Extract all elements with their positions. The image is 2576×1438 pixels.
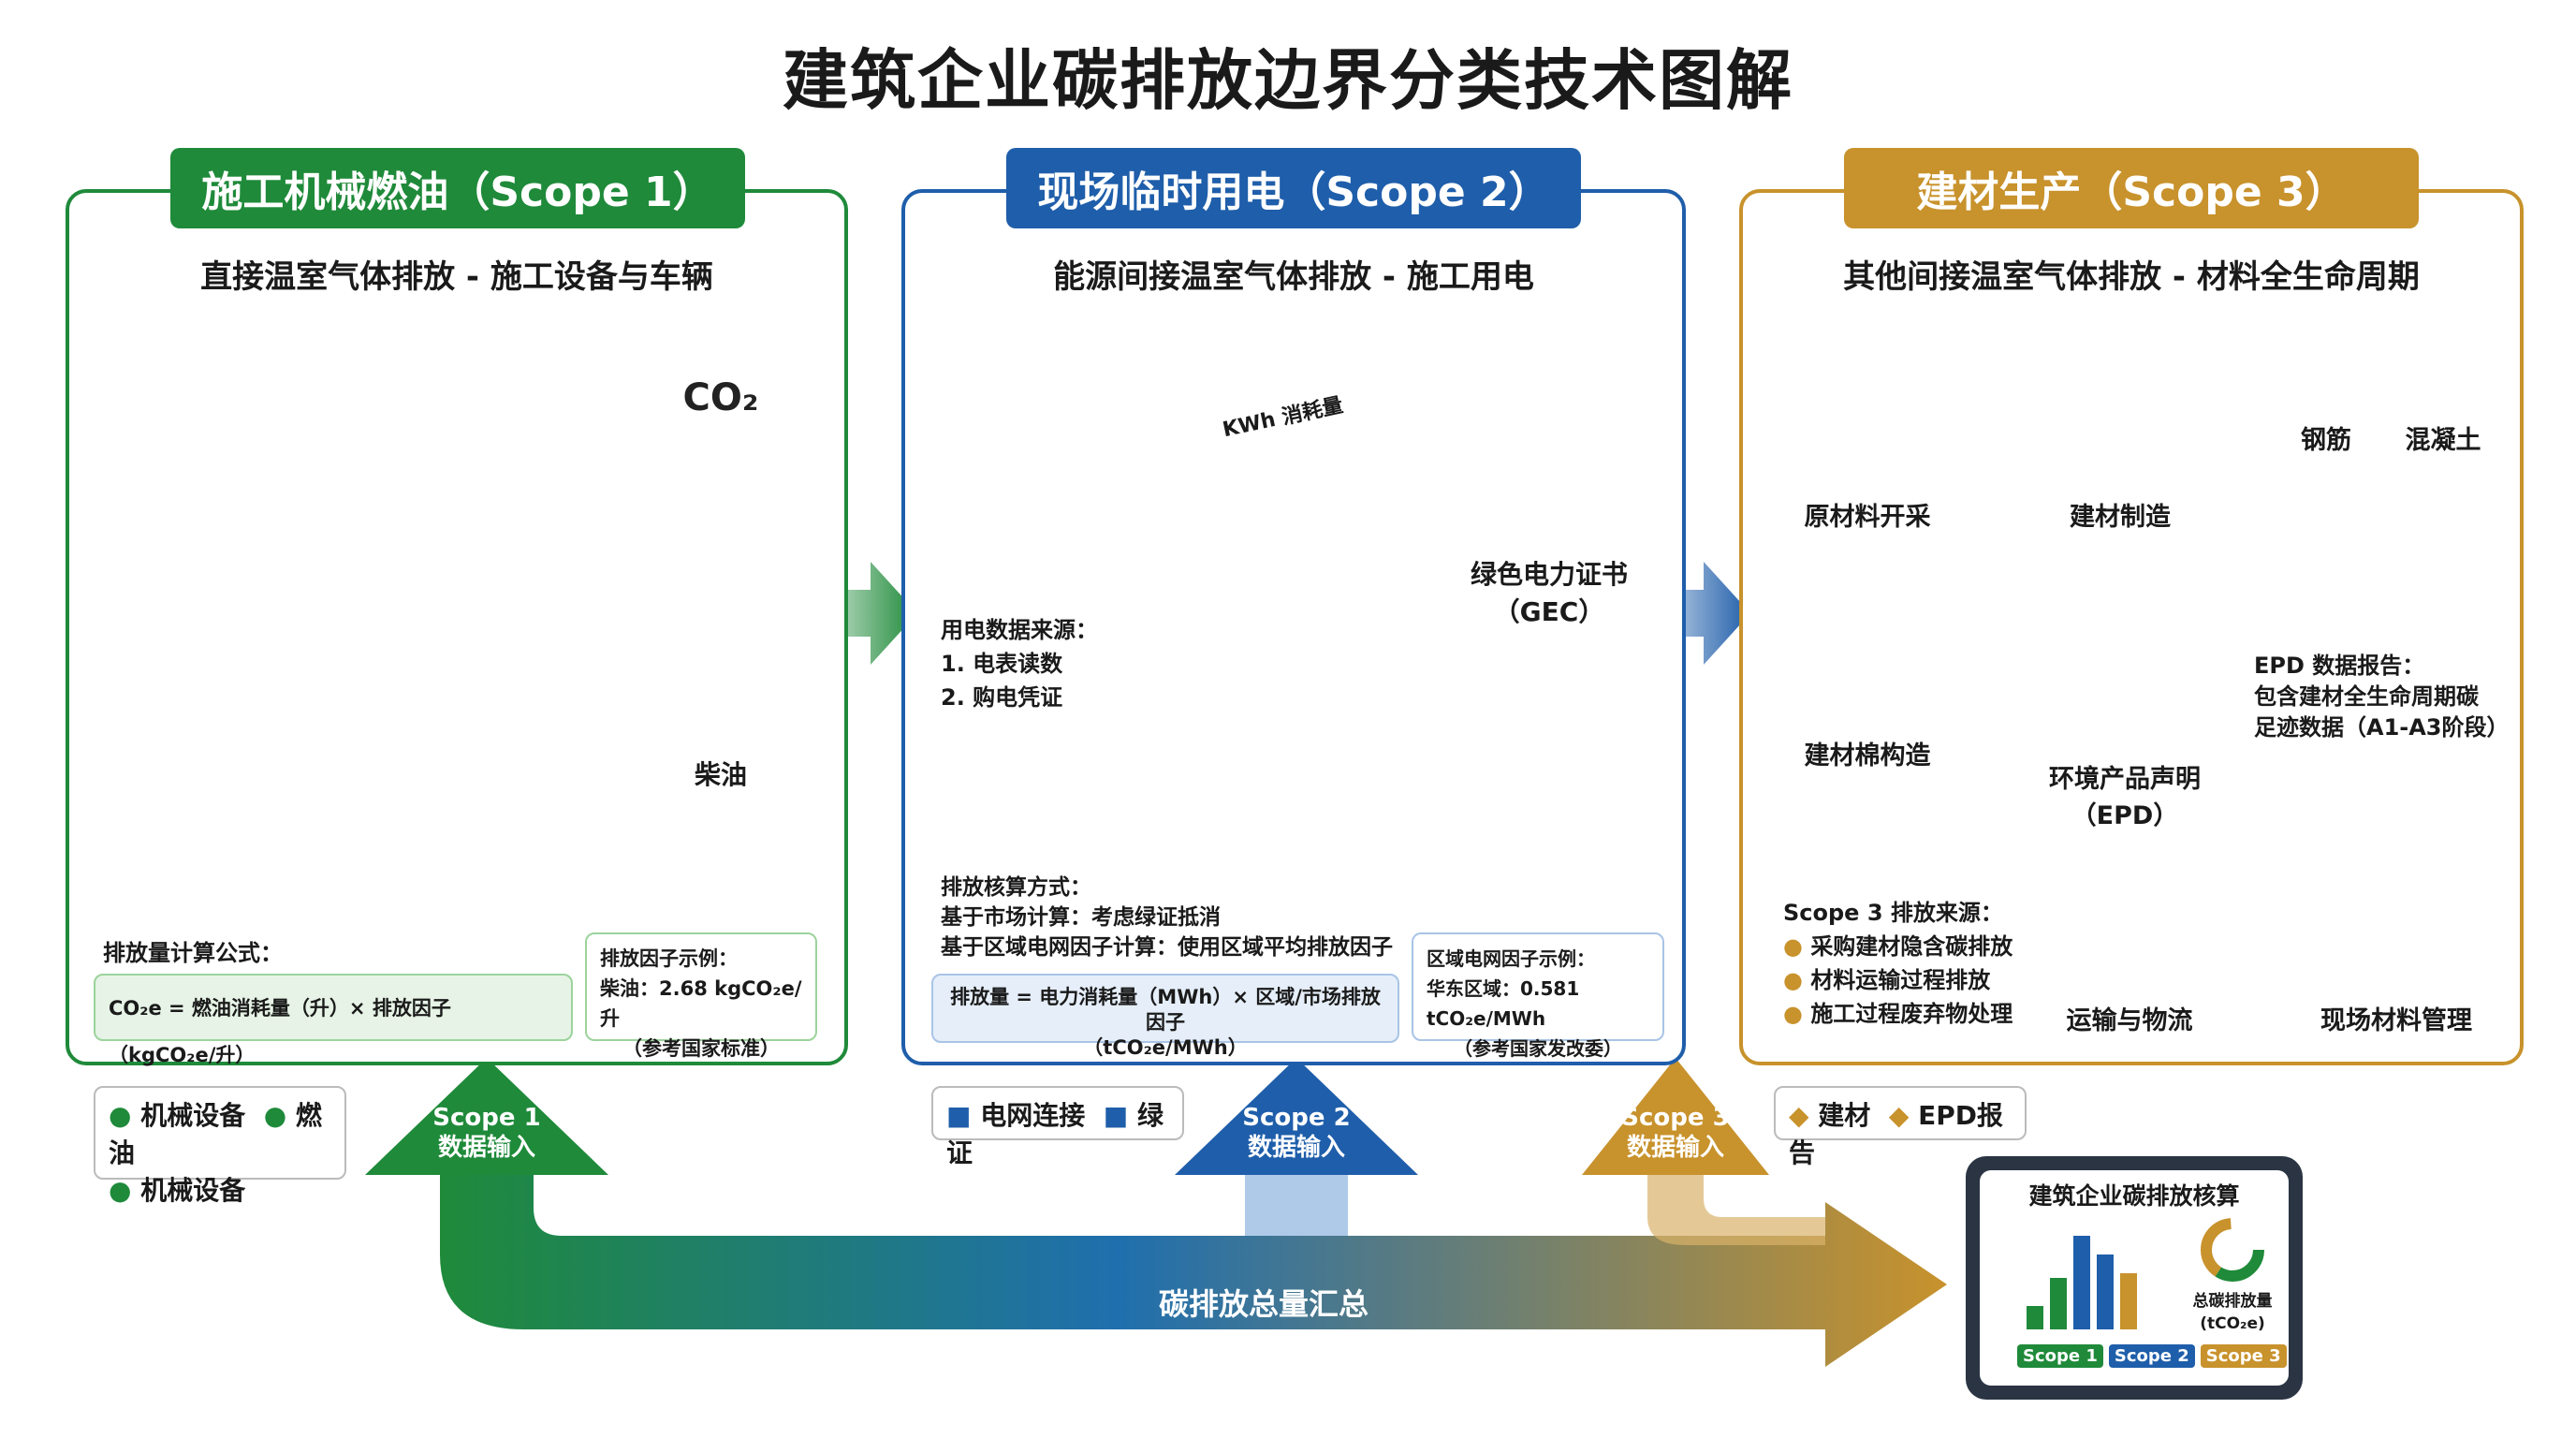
manufacturing-label: 建材制造 [2070,503,2171,532]
legend-item-grid: 电网连接 [980,1100,1086,1131]
tablet-tag-scope1: Scope 1 [2017,1344,2103,1368]
data-source-item-1: 1. 电表读数 [941,651,1063,677]
scope3-title: 建材生产（Scope 3） [1844,148,2419,228]
tablet-donut [2201,1218,2264,1282]
scope1-subtitle: 直接温室气体排放 - 施工设备与车辆 [200,258,713,296]
scope2-input-label: Scope 2 数据输入 [1203,1103,1390,1163]
tablet-tag-scope3: Scope 3 [2200,1344,2287,1368]
legend-item-machinery-2: 机械设备 [140,1175,246,1206]
scope2-input-line2: 数据输入 [1247,1134,1345,1162]
scope2-subtitle: 能源间接温室气体排放 - 施工用电 [1053,258,1534,296]
factor-box: 排放因子示例： 柴油：2.68 kgCO₂e/升 （参考国家标准） [585,932,817,1060]
tablet-bar-2 [2050,1278,2067,1329]
scope2-formula-1: 排放量 = 电力消耗量（MWh）× 区域/市场排放因子 [950,986,1381,1034]
calc-title: 排放核算方式： [941,875,1091,900]
tablet-total: 总碳排放量 (tCO₂e) [2181,1290,2284,1335]
epd-report-block: EPD 数据报告： 包含建材全生命周期碳 足迹数据（A1-A3阶段） [2254,651,2510,743]
factor-note: （参考国家标准） [622,1037,780,1060]
epd-label-2: （EPD） [2071,801,2179,830]
scope2-formula-2: （tCO₂e/MWh） [1083,1036,1248,1059]
tablet-title: 建筑企业碳排放核算 [2028,1182,2240,1210]
arrow-p2-p3 [1638,562,1750,665]
scope1-input-line2: 数据输入 [437,1134,535,1162]
scope2-input-line1: Scope 2 [1242,1104,1351,1132]
grid-factor-value: 华东区域：0.581 tCO₂e/MWh [1427,977,1580,1030]
source-item-waste: 施工过程废弃物处理 [1810,1001,2013,1027]
tablet-total-unit: (tCO₂e) [2200,1314,2265,1333]
scope1-input-line1: Scope 1 [432,1104,541,1132]
scope3-input-line2: 数据输入 [1626,1134,1724,1162]
formula-title: 排放量计算公式： [103,940,283,966]
co2-label: CO₂ [682,376,759,419]
scope1-input-triangle [365,1058,608,1175]
source-item-transport: 材料运输过程排放 [1810,967,1991,993]
scope1-title: 施工机械燃油（Scope 1） [170,148,745,228]
tablet-bar-4 [2097,1255,2114,1329]
scope2-input-triangle [1175,1058,1418,1175]
legend-item-materials: 建材 [1818,1100,1871,1131]
scope2-title: 现场临时用电（Scope 2） [1006,148,1581,228]
legend-item-fuel: 燃油 [109,1100,322,1168]
tablet-tag-scope2: Scope 2 [2108,1344,2195,1368]
calc-block: 排放核算方式： 基于市场计算：考虑绿证抵消 基于区域电网因子计算：使用区域平均排… [941,873,1393,962]
precast-label: 建材棉构造 [1804,741,1931,770]
tablet-bar-5 [2120,1273,2137,1329]
scope3-sources-block: Scope 3 排放来源： ● 采购建材隐含碳排放 ● 材料运输过程排放 ● 施… [1783,896,2012,1031]
legend-item-epd: EPD报告 [1789,1100,2004,1168]
steel-label: 钢筋 [2301,426,2351,455]
arrow-p1-p2 [805,562,917,665]
gec-label-1: 绿色电力证书 [1470,559,1628,590]
grid-factor-box: 区域电网因子示例： 华东区域：0.581 tCO₂e/MWh （参考国家发改委） [1412,932,1664,1060]
epd-report-line-1: 包含建材全生命周期碳 [2254,683,2479,710]
factor-title: 排放因子示例： [600,947,738,970]
data-source-title: 用电数据来源： [941,617,1098,643]
scope3-subtitle: 其他间接温室气体排放 - 材料全生命周期 [1843,258,2420,296]
epd-label-1: 环境产品声明 [2049,765,2201,794]
scope2-formula-box: 排放量 = 电力消耗量（MWh）× 区域/市场排放因子 （tCO₂e/MWh） [931,974,1399,1059]
formula-box: CO₂e = 燃油消耗量（升）× 排放因子（kgCO₂e/升） [94,974,573,1066]
grid-factor-note: （参考国家发改委） [1454,1037,1622,1060]
scope3-branch [1647,1170,1825,1245]
gec-label: 绿色电力证书 （GEC） [1456,554,1643,629]
scope1-panel [66,189,848,1065]
epd-report-line-2: 足迹数据（A1-A3阶段） [2254,714,2510,741]
legend-item-machinery: 机械设备 [140,1100,246,1131]
formula-text: CO₂e = 燃油消耗量（升）× 排放因子（kgCO₂e/升） [109,997,451,1066]
scope3-sources-title: Scope 3 排放来源： [1783,900,2003,926]
scope1-input-label: Scope 1 数据输入 [393,1103,580,1163]
diesel-label: 柴油 [694,759,747,790]
epd-report-title: EPD 数据报告： [2254,653,2425,679]
summary-arrow-label: 碳排放总量汇总 [1158,1286,1368,1322]
tablet-total-label: 总碳排放量 [2192,1292,2273,1311]
page-title: 建筑企业碳排放边界分类技术图解 [783,42,1793,119]
source-item-embodied: 采购建材隐含碳排放 [1810,933,2013,960]
calc-item-grid: 基于区域电网因子计算：使用区域平均排放因子 [941,935,1393,960]
scope2-panel [901,189,1686,1065]
concrete-label: 混凝土 [2405,426,2481,455]
scope3-input-label: Scope 3 数据输入 [1591,1103,1760,1163]
tablet-bar-1 [2027,1306,2043,1329]
transport-label: 运输与物流 [2066,1006,2193,1035]
scope3-input-line1: Scope 3 [1621,1104,1730,1132]
data-source-block: 用电数据来源： 1. 电表读数 2. 购电凭证 [941,613,1098,714]
legend-item-gec: 绿证 [946,1100,1164,1168]
summary-flow-band [440,1170,1947,1367]
grid-factor-title: 区域电网因子示例： [1427,947,1595,970]
gec-label-2: （GEC） [1493,596,1605,627]
scope3-legend: ◆ 建材 ◆ EPD报告 [1774,1086,2027,1168]
scope2-branch [1245,1170,1348,1236]
scope2-legend: ■ 电网连接 ■ 绿证 [931,1086,1184,1168]
tablet-tags: Scope 1 Scope 2 Scope 3 [2017,1344,2289,1368]
tablet-bar-3 [2073,1236,2090,1329]
mining-label: 原材料开采 [1804,503,1931,532]
scope3-input-triangle [1582,1058,1769,1175]
site-mgmt-label: 现场材料管理 [2320,1006,2472,1035]
calc-item-market: 基于市场计算：考虑绿证抵消 [941,905,1221,930]
scope1-legend: ● 机械设备 ● 燃油 ● 机械设备 [94,1086,346,1206]
factor-value: 柴油：2.68 kgCO₂e/升 [600,977,802,1030]
scope3-panel [1739,189,2524,1065]
epd-label: 环境产品声明 （EPD） [2031,758,2218,831]
data-source-item-2: 2. 购电凭证 [941,684,1063,711]
